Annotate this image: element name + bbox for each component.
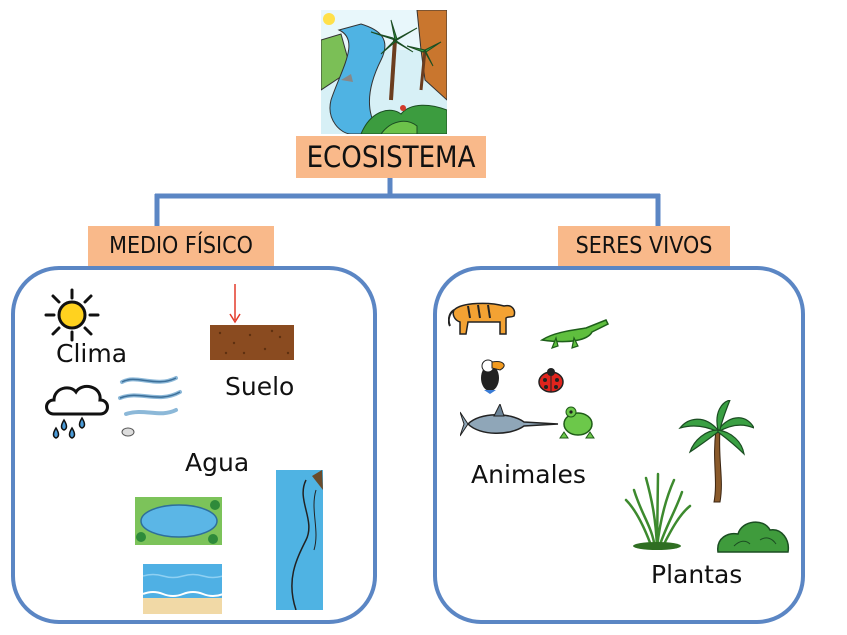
sun-icon <box>44 288 100 342</box>
swordfish-icon <box>460 404 559 437</box>
animales-label: Animales <box>471 460 586 489</box>
bush-icon <box>717 521 790 553</box>
rain-cloud-icon <box>45 384 109 439</box>
ladybug-icon <box>538 368 564 393</box>
medio-fisico-label: MEDIO FÍSICO <box>88 226 274 266</box>
palm-tree-icon <box>678 400 754 503</box>
agua-label: Agua <box>185 448 250 477</box>
sea-icon <box>143 564 222 614</box>
seres-vivos-panel <box>433 266 805 624</box>
ecosystem-illustration <box>321 10 447 134</box>
lake-icon <box>135 497 222 545</box>
title-label: ECOSISTEMA <box>296 136 486 178</box>
toucan-icon <box>481 359 505 394</box>
seres-vivos-label: SERES VIVOS <box>558 226 730 266</box>
soil-icon <box>210 325 294 360</box>
grass-icon <box>624 472 692 550</box>
clima-label: Clima <box>56 339 128 368</box>
down-arrow-icon <box>229 284 241 324</box>
suelo-label: Suelo <box>225 372 295 401</box>
wind-icon <box>118 376 182 437</box>
plantas-label: Plantas <box>651 560 743 589</box>
tiger-icon <box>448 302 516 335</box>
river-icon <box>276 470 323 610</box>
crocodile-icon <box>540 319 610 349</box>
frog-icon <box>559 406 595 439</box>
